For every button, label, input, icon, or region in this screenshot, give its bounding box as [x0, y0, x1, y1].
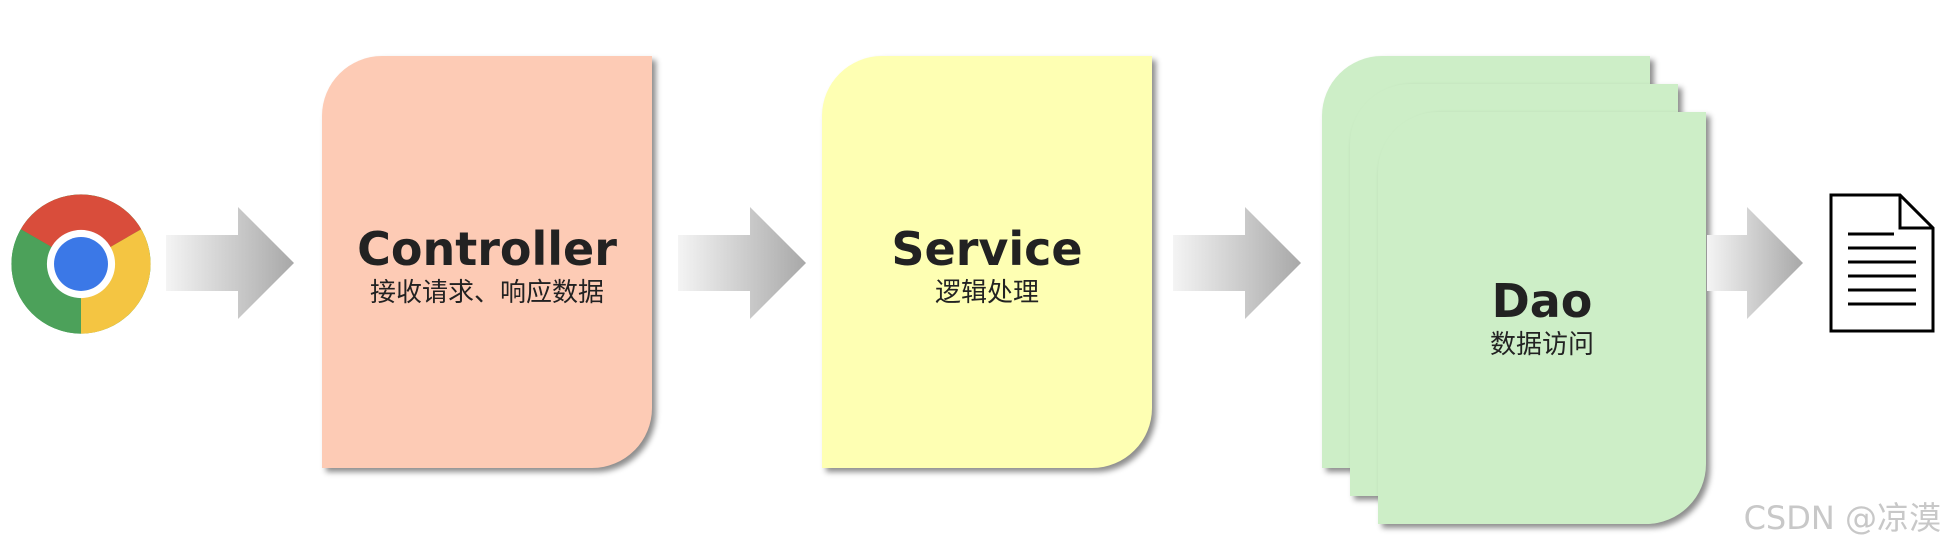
- dao-card-front: Dao 数据访问: [1378, 112, 1706, 524]
- dao-title: Dao: [1491, 274, 1593, 328]
- document-icon: [1828, 192, 1936, 334]
- service-subtitle: 逻辑处理: [934, 278, 1039, 308]
- flow-arrow-2: [678, 207, 806, 319]
- watermark: CSDN @凉漠: [1743, 499, 1941, 537]
- flow-arrow-3: [1173, 207, 1301, 319]
- flow-arrow-1: [166, 207, 294, 319]
- controller-title: Controller: [357, 222, 617, 276]
- controller-subtitle: 接收请求、响应数据: [369, 278, 604, 308]
- controller-card: Controller 接收请求、响应数据: [322, 56, 652, 468]
- service-card: Service 逻辑处理: [822, 56, 1152, 468]
- dao-subtitle: 数据访问: [1489, 330, 1594, 360]
- chrome-browser-icon: [10, 193, 152, 335]
- service-title: Service: [891, 222, 1083, 276]
- flow-arrow-4: [1707, 207, 1803, 319]
